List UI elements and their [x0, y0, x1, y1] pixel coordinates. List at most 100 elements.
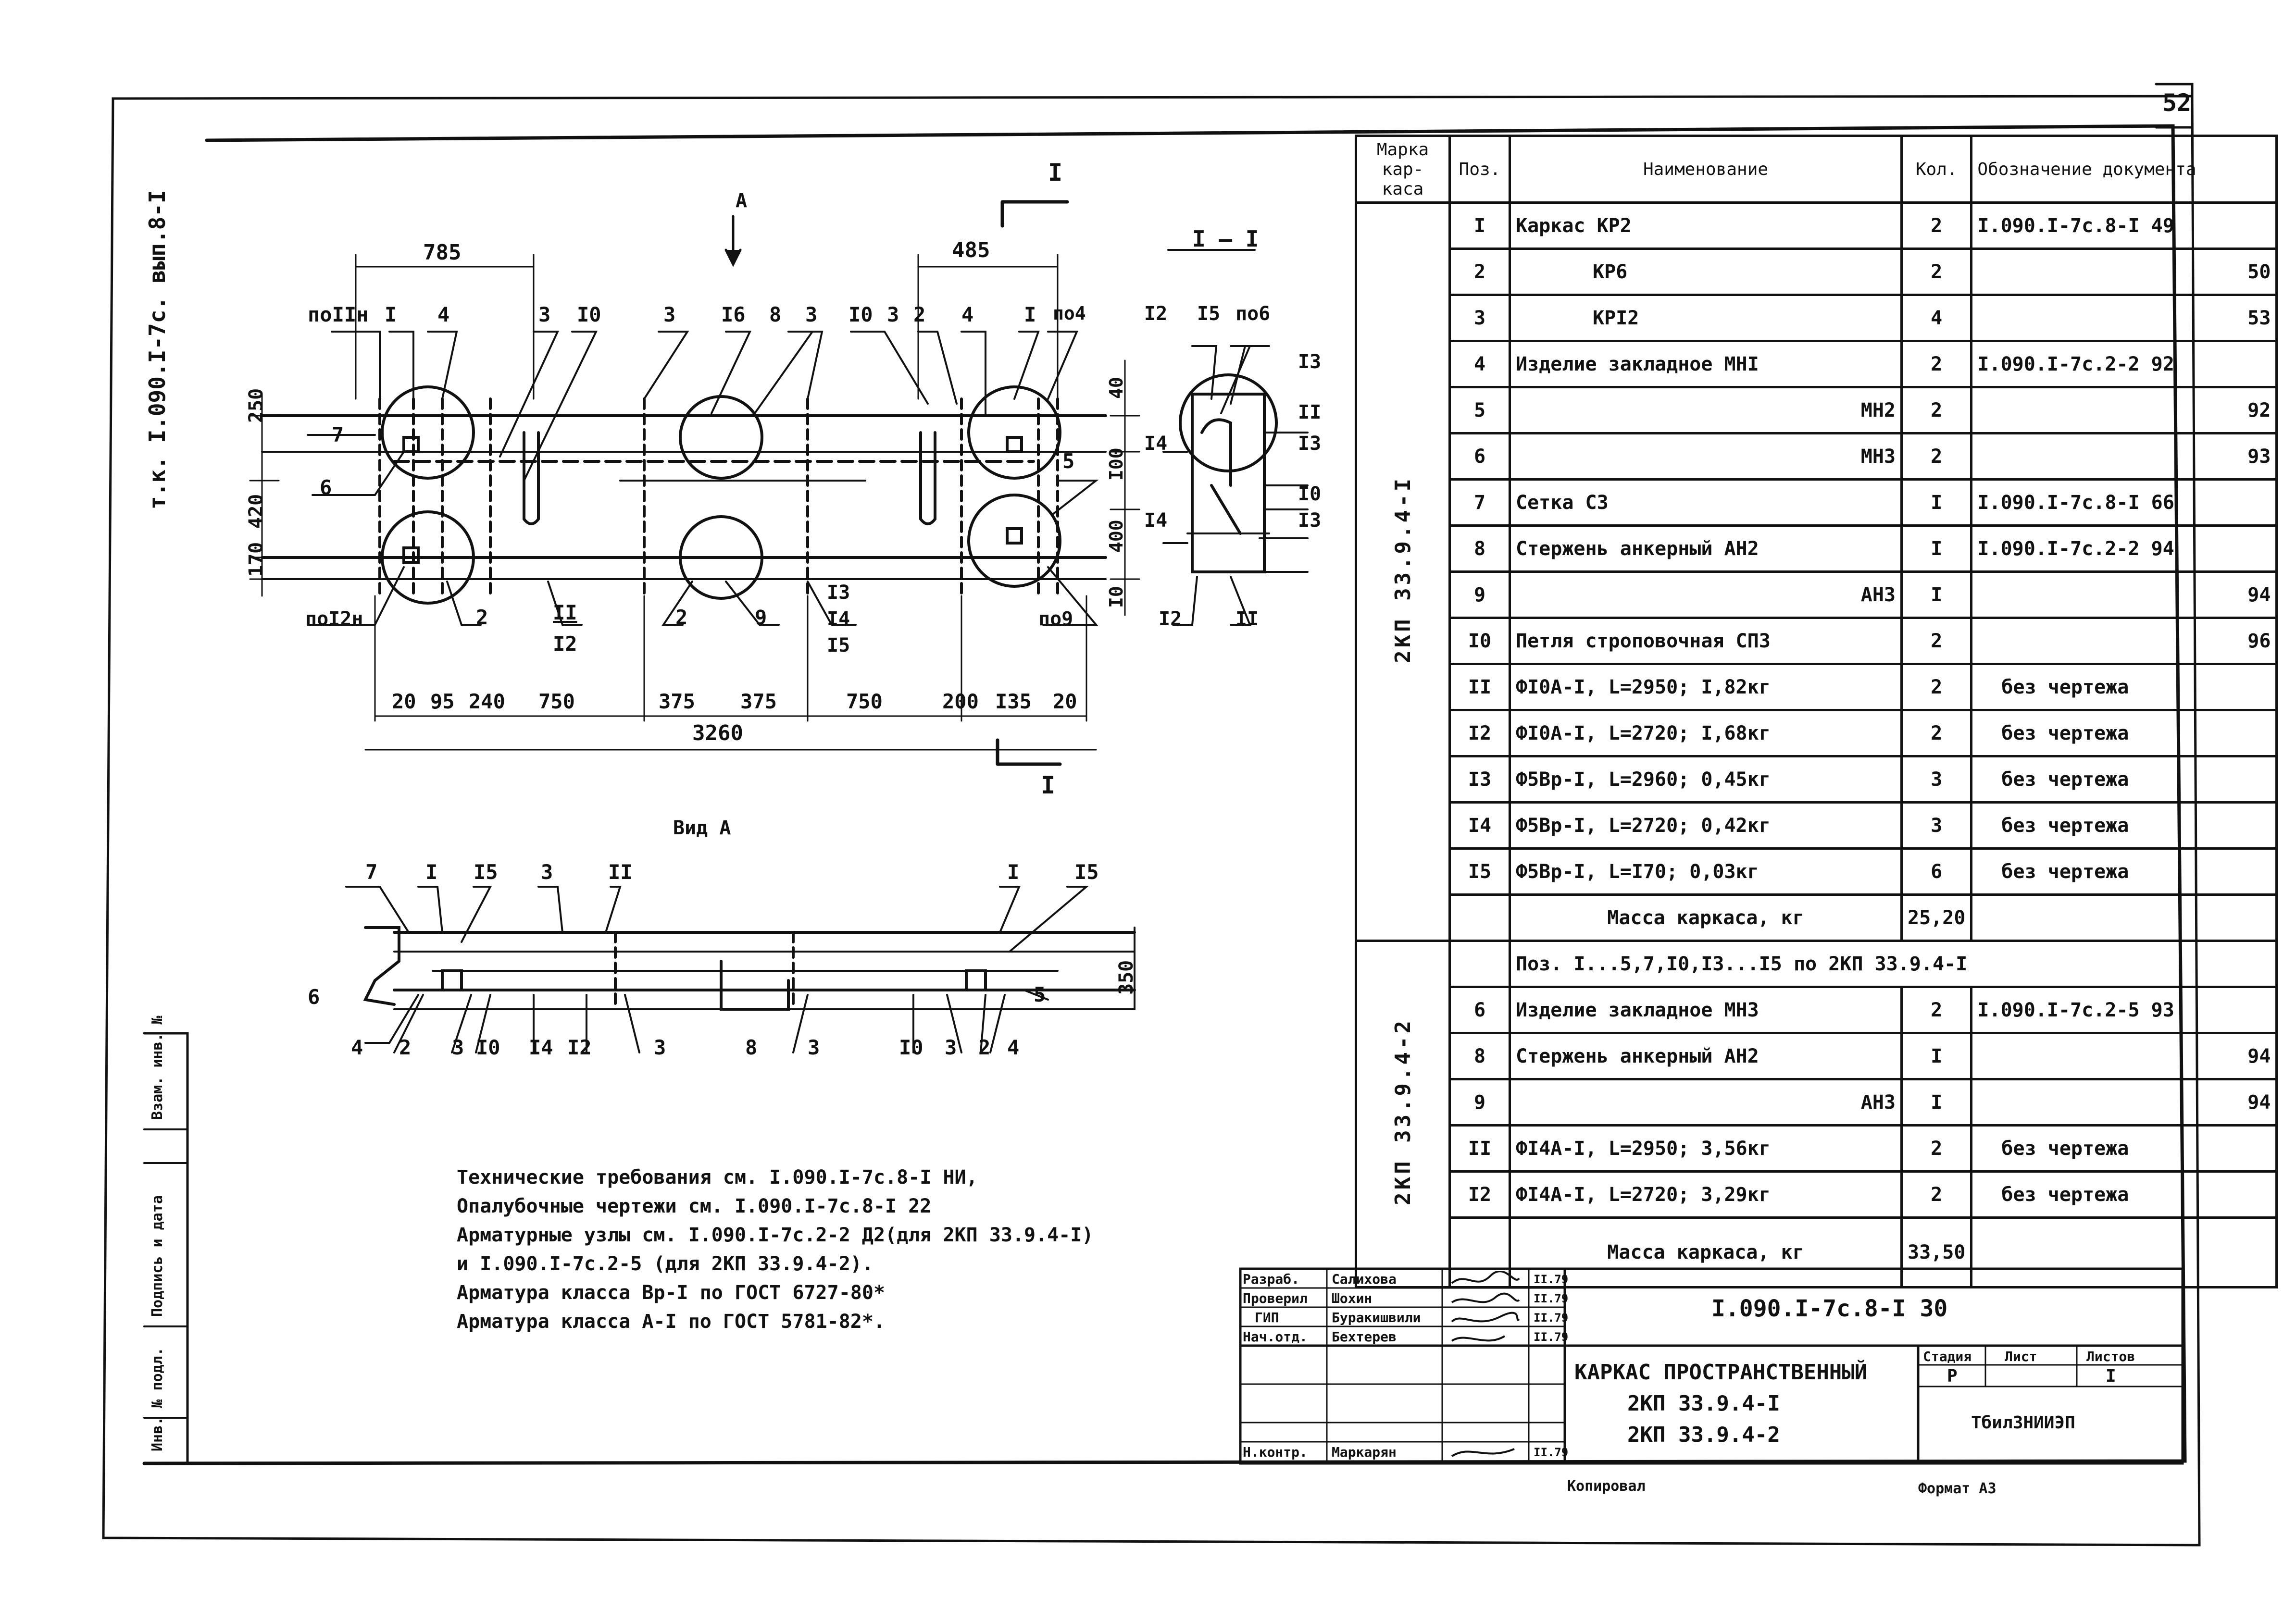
note-line: Арматура класса Вр-I по ГОСТ 6727-80* — [457, 1282, 886, 1304]
cell-qty: I — [1900, 570, 1973, 619]
cell-qty: 2 — [1900, 1170, 1973, 1219]
signature-mark — [1451, 1312, 1520, 1323]
group2-mark-cell: 2КП 33.9.4-2 — [1355, 940, 1451, 1288]
empty-cell — [1448, 1216, 1511, 1288]
callout-top: поIIн — [308, 303, 369, 326]
view-a-callout-bottom: 3 — [945, 1036, 957, 1059]
callout-bottom: 2 — [675, 606, 688, 629]
tb-name: Шохин — [1332, 1290, 1373, 1306]
view-a-callout: I5 — [474, 860, 498, 884]
table-row: 5 МН2 2 92 — [1356, 386, 2278, 434]
cell-doc: 94 — [1970, 1078, 2278, 1127]
table-row: I0 Петля строповочная СП3 2 96 — [1356, 617, 2278, 665]
dim-right: I00 — [1106, 447, 1127, 481]
cell-pos: 7 — [1448, 478, 1511, 527]
header-qty: Кол. — [1900, 135, 1973, 204]
strip-label-inv: Инв. № подл. — [149, 1347, 166, 1451]
callout-left: 7 — [332, 423, 344, 446]
cell-doc: I.090.I-7с.2-5 93 — [1970, 986, 2278, 1034]
cell-pos: I2 — [1448, 709, 1511, 757]
empty-cell — [1448, 940, 1511, 988]
tb-organization: ТбилЗНИИЭП — [1971, 1413, 2075, 1433]
callout-right: 5 — [1062, 449, 1075, 473]
callout-bottom: I3 — [827, 582, 850, 604]
table-row: 9 АН3 I 94 — [1356, 570, 2278, 619]
dim-bottom: I35 — [995, 690, 1032, 713]
table-row: II ФI4А-I, L=2950; 3,56кг 2 без чертежа — [1356, 1124, 2278, 1173]
view-arrow-label: A — [736, 190, 748, 212]
view-a-callout: I5 — [1074, 860, 1099, 884]
cell-doc: без чертежа — [1970, 709, 2278, 757]
cell-qty: 3 — [1900, 801, 1973, 850]
cell-pos: I2 — [1448, 1170, 1511, 1219]
dim-485: 485 — [952, 238, 990, 262]
section-callout: по6 — [1235, 303, 1271, 325]
table-row: I2 ФI0А-I, L=2720; I,68кг 2 без чертежа — [1356, 709, 2278, 757]
table-row: 3 КРI2 4 53 — [1356, 294, 2278, 342]
callout-top: 2 — [913, 303, 926, 326]
signature-mark — [1451, 1271, 1520, 1284]
dim-right: I0 — [1106, 586, 1127, 608]
callout-top: 4 — [961, 303, 974, 326]
dim-bottom: 375 — [659, 690, 695, 713]
dim-right: 400 — [1106, 520, 1127, 553]
section-callout: I0 — [1298, 483, 1322, 505]
cell-doc: I.090.I-7с.8-I 66 — [1970, 478, 2278, 527]
tb-date: II.79 — [1534, 1311, 1569, 1325]
cell-doc: без чертежа — [1970, 801, 2278, 850]
cell-name: Стержень анкерный АН2 — [1509, 1032, 1903, 1080]
section-callout: I3 — [1298, 351, 1322, 373]
section-callout: II — [1235, 608, 1259, 630]
margin-code: т.к. I.090.I-7с. вып.8-I — [144, 190, 170, 509]
callout-left: 6 — [320, 476, 332, 499]
section-mark-top: I — [1048, 159, 1063, 186]
mass-row: Масса каркаса, кг 33,50 — [1356, 1216, 2278, 1288]
cell-qty: 3 — [1900, 755, 1973, 804]
callout-top: 3 — [663, 303, 676, 326]
callout-bottom: I5 — [827, 634, 850, 656]
cell-doc: 92 — [1970, 386, 2278, 434]
header-name: Наименование — [1509, 135, 1903, 204]
footer-format: Формат А3 — [1918, 1480, 1997, 1497]
dim-right: 40 — [1106, 377, 1127, 399]
main-view-dimensions — [249, 254, 1140, 751]
dim-bottom: 200 — [942, 690, 979, 713]
cell-pos: 8 — [1448, 524, 1511, 573]
section-callout: I3 — [1298, 509, 1322, 532]
cell-doc: без чертежа — [1970, 1170, 2278, 1219]
section-callout: I2 — [1144, 303, 1168, 325]
strip-label-replace: Взам. инв. № — [149, 1015, 166, 1120]
callout-top: I — [385, 303, 397, 326]
callout-top: 4 — [437, 303, 450, 326]
tb-role: Нач.отд. — [1243, 1329, 1308, 1345]
callout-top: 8 — [769, 303, 782, 326]
group1-mark: 2КП 33.9.4-I — [1390, 475, 1415, 663]
table-row: 2 КР6 2 50 — [1356, 248, 2278, 296]
section-callout: II — [1298, 401, 1322, 423]
dim-bottom: 240 — [469, 690, 505, 713]
cell-name: Изделие закладное МН3 — [1509, 986, 1903, 1034]
tb-role: ГИП — [1255, 1310, 1279, 1325]
dim-bottom: 750 — [846, 690, 883, 713]
empty-cell — [1970, 1216, 2278, 1288]
view-a-title: Вид А — [673, 817, 731, 839]
cell-doc: 50 — [1970, 248, 2278, 296]
view-a-callout: I — [1007, 860, 1020, 884]
cell-pos: 6 — [1448, 432, 1511, 481]
cell-qty: 2 — [1900, 432, 1973, 481]
cell-qty: 2 — [1900, 709, 1973, 757]
cell-doc: 93 — [1970, 432, 2278, 481]
cell-pos: I4 — [1448, 801, 1511, 850]
header-doc: Обозначение документа — [1970, 135, 2278, 204]
callout-bottom: 2 — [476, 606, 488, 629]
view-a-lines — [345, 886, 1136, 1053]
group1-mark-cell: 2КП 33.9.4-I — [1355, 201, 1451, 942]
callout-right: по9 — [1038, 608, 1073, 630]
cell-pos: I — [1448, 201, 1511, 250]
tb-doc-code: I.090.I-7с.8-I 30 — [1711, 1295, 1948, 1322]
cell-qty: 2 — [1900, 340, 1973, 388]
dim-left: 170 — [245, 542, 267, 577]
signature-mark — [1451, 1292, 1520, 1303]
cell-qty: 2 — [1900, 248, 1973, 296]
cell-pos: 6 — [1448, 986, 1511, 1034]
